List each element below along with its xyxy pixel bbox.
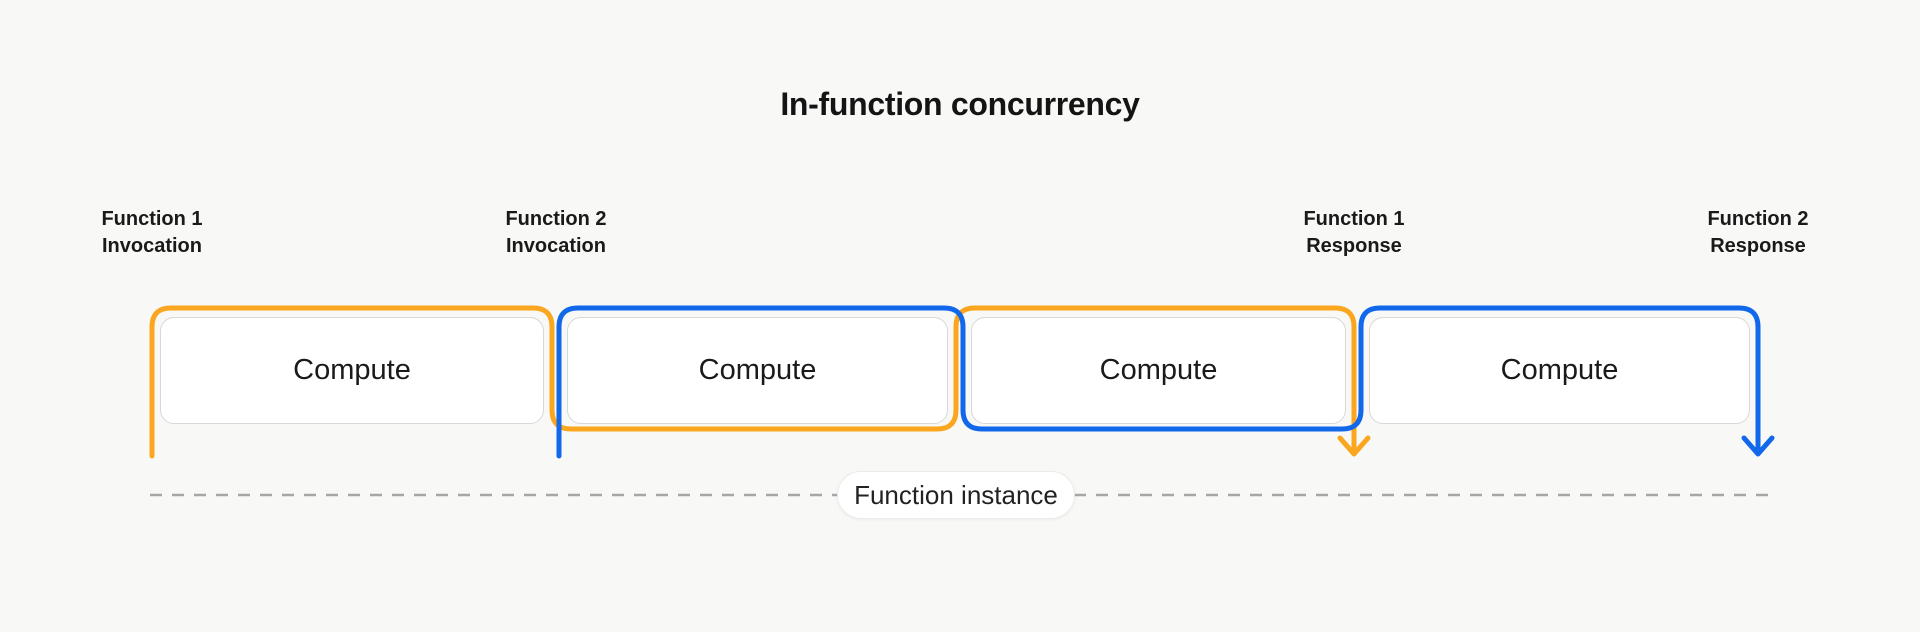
compute-box-2: Compute: [567, 317, 948, 424]
label-line: Response: [1306, 235, 1402, 257]
label-line: Invocation: [505, 235, 606, 257]
function-instance-badge-label: Function instance: [854, 479, 1058, 510]
label-line: Response: [1710, 235, 1806, 257]
label-line: Invocation: [101, 235, 202, 257]
label-line: Function 2: [1707, 208, 1809, 230]
compute-box-label: Compute: [1500, 354, 1619, 386]
label-function2-invocation: Function 2 Invocation: [446, 206, 666, 260]
compute-box-label: Compute: [698, 354, 817, 386]
label-function1-invocation: Function 1 Invocation: [42, 206, 262, 260]
label-line: Function 1: [1303, 208, 1405, 230]
label-function1-response: Function 1 Response: [1244, 206, 1464, 260]
compute-box-4: Compute: [1369, 317, 1750, 424]
label-line: Function 2: [505, 208, 607, 230]
compute-box-label: Compute: [1099, 354, 1218, 386]
compute-box-1: Compute: [160, 317, 544, 424]
function-instance-badge: Function instance: [837, 471, 1075, 519]
compute-box-label: Compute: [293, 354, 411, 386]
compute-box-3: Compute: [971, 317, 1346, 424]
function1-timeline-path: [149, 305, 1357, 459]
function2-response-arrow-icon: [1741, 435, 1775, 457]
label-function2-response: Function 2 Response: [1648, 206, 1868, 260]
label-line: Function 1: [101, 208, 203, 230]
page-title: In-function concurrency: [780, 86, 1140, 122]
function2-timeline-path: [556, 305, 1761, 459]
function1-response-arrow-icon: [1337, 435, 1371, 457]
